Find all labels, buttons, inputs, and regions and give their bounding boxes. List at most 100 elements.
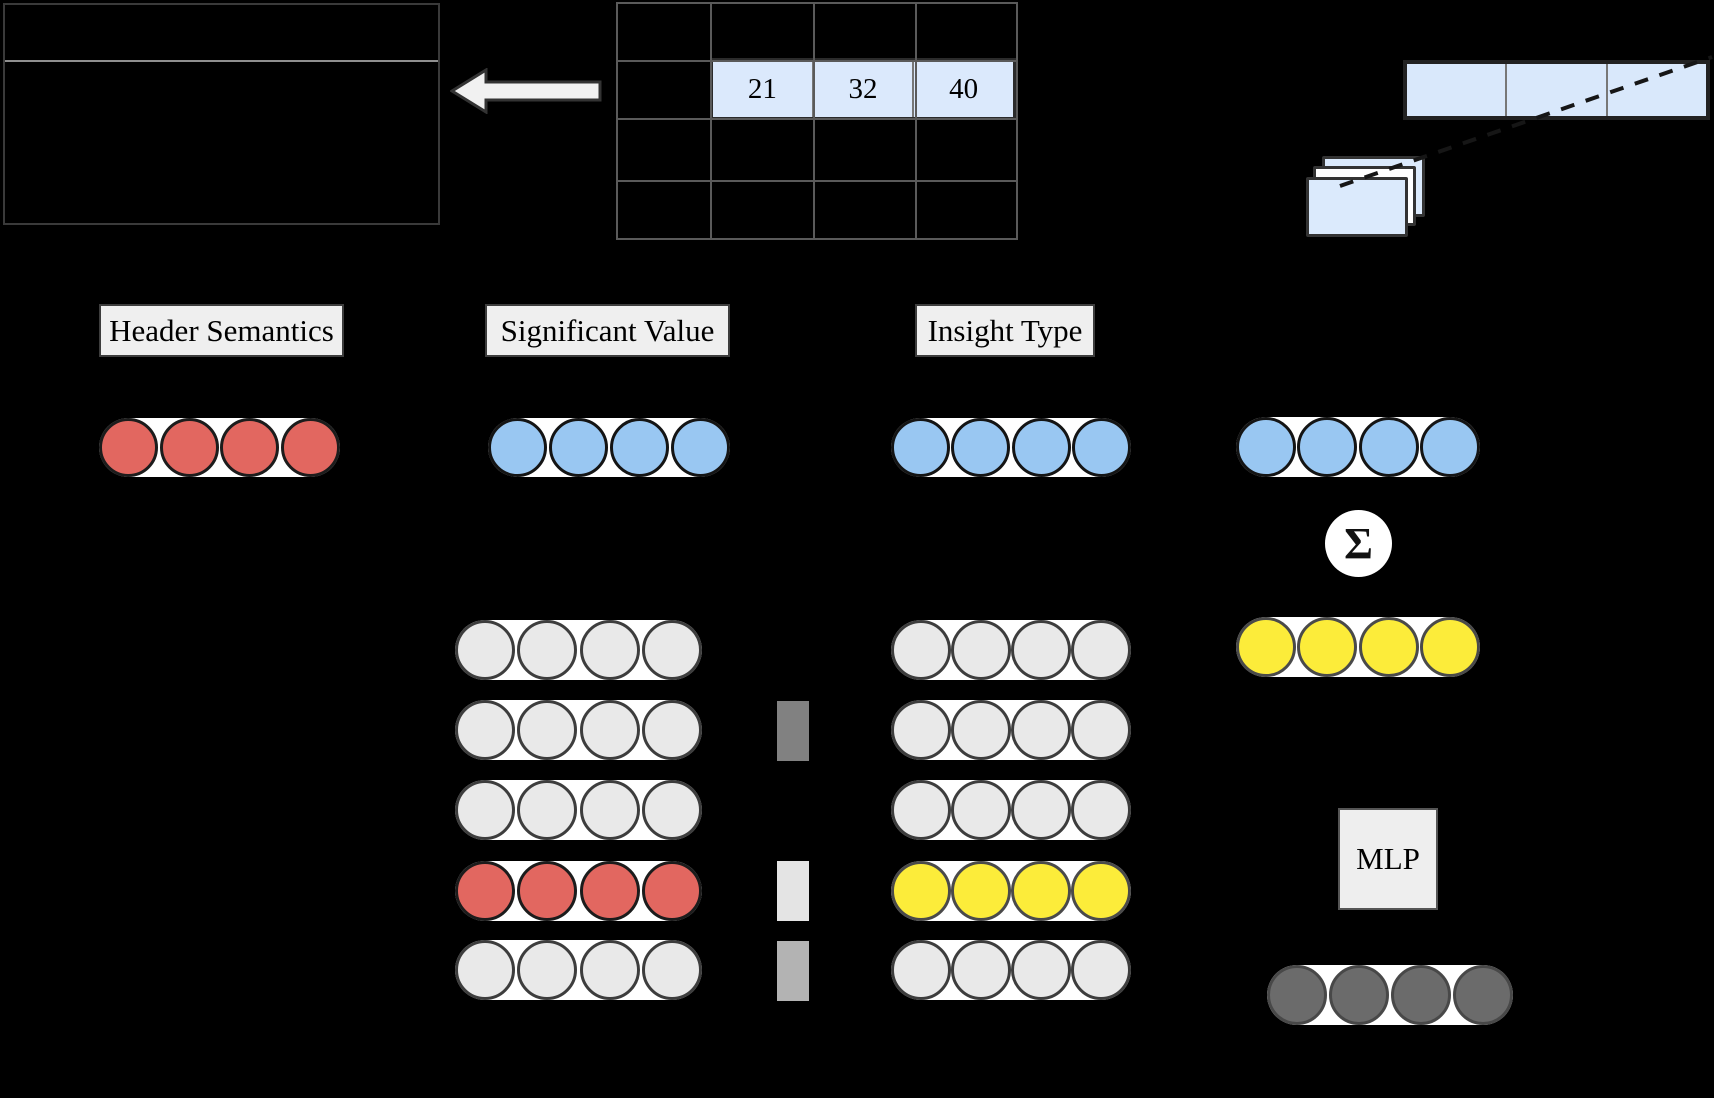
neuron-circle xyxy=(1071,620,1131,680)
table-gridline xyxy=(616,118,1018,120)
table-cell-value: 32 xyxy=(811,61,913,117)
neuron-circle xyxy=(159,418,219,477)
type-candidate-5 xyxy=(891,940,1131,1000)
fused-embedding xyxy=(1236,417,1480,477)
neuron-circle xyxy=(579,780,640,840)
type-candidate-1 xyxy=(891,620,1131,680)
neuron-circle xyxy=(951,700,1011,760)
significant-value-embedding xyxy=(488,418,730,477)
label-significant-value: Significant Value xyxy=(485,304,730,357)
table-gridline xyxy=(616,2,618,240)
stacked-card-front xyxy=(1306,177,1408,237)
vector-bar-cell xyxy=(1407,64,1505,116)
neuron-circle xyxy=(455,620,515,680)
neuron-circle xyxy=(1267,965,1327,1025)
neuron-circle xyxy=(1071,418,1131,477)
value-candidate-3 xyxy=(455,780,702,840)
sum-node: Σ xyxy=(1325,510,1392,577)
neuron-circle xyxy=(517,940,578,1000)
neuron-circle xyxy=(641,780,702,840)
label-insight-type: Insight Type xyxy=(915,304,1095,357)
neuron-circle xyxy=(549,418,608,477)
card-divider-line xyxy=(5,60,438,62)
neuron-circle xyxy=(455,780,515,840)
neuron-circle xyxy=(1419,417,1480,477)
sigma-symbol: Σ xyxy=(1344,519,1373,568)
table-gridline xyxy=(616,238,1018,240)
table-gridline xyxy=(915,2,917,240)
neuron-circle xyxy=(1071,780,1131,840)
neuron-circle xyxy=(641,700,702,760)
neuron-circle xyxy=(517,780,578,840)
vector-bar-cell xyxy=(1605,64,1706,116)
label-text: Insight Type xyxy=(927,312,1083,348)
neuron-circle xyxy=(488,418,547,477)
table-gridline xyxy=(1016,2,1018,240)
value-candidate-selected xyxy=(455,861,702,921)
neuron-circle xyxy=(1453,965,1513,1025)
neuron-circle xyxy=(1011,620,1071,680)
left-arrow-icon xyxy=(450,68,602,114)
neuron-circle xyxy=(1236,417,1296,477)
label-text: Header Semantics xyxy=(109,312,334,348)
neuron-circle xyxy=(641,620,702,680)
label-header-semantics: Header Semantics xyxy=(99,304,344,357)
neuron-circle xyxy=(517,700,578,760)
neuron-circle xyxy=(1297,417,1358,477)
neuron-circle xyxy=(1071,940,1131,1000)
mlp-box: MLP xyxy=(1338,808,1438,910)
neuron-circle xyxy=(1011,940,1071,1000)
table-gridline xyxy=(710,2,712,240)
neuron-circle xyxy=(951,620,1011,680)
table-gridline xyxy=(616,60,1018,62)
neuron-circle xyxy=(455,861,515,921)
neuron-circle xyxy=(579,861,640,921)
neuron-circle xyxy=(1011,418,1071,477)
neuron-circle xyxy=(891,700,951,760)
neuron-circle xyxy=(1329,965,1389,1025)
neuron-circle xyxy=(1391,965,1451,1025)
neuron-circle xyxy=(671,418,730,477)
value-candidate-2 xyxy=(455,700,702,760)
value-candidate-1 xyxy=(455,620,702,680)
neuron-circle xyxy=(1071,700,1131,760)
table-cell-value: 21 xyxy=(747,72,777,105)
neuron-circle xyxy=(579,620,640,680)
table-cell-value: 40 xyxy=(912,61,1013,117)
neuron-circle xyxy=(951,940,1011,1000)
neuron-circle xyxy=(610,418,669,477)
label-text: Significant Value xyxy=(500,312,715,348)
neuron-circle xyxy=(1011,780,1071,840)
output-embedding xyxy=(1267,965,1513,1025)
table-gridline xyxy=(813,2,815,240)
neuron-circle xyxy=(455,700,515,760)
mlp-label: MLP xyxy=(1356,841,1420,876)
attention-weight-3 xyxy=(777,941,809,1001)
neuron-circle xyxy=(951,861,1011,921)
insight-result-card xyxy=(3,3,440,225)
neuron-circle xyxy=(951,418,1011,477)
neuron-circle xyxy=(1236,617,1296,677)
table-gridline xyxy=(616,2,1018,4)
neuron-circle xyxy=(1419,617,1480,677)
cell-vector-bar xyxy=(1403,60,1710,120)
neuron-circle xyxy=(99,418,158,477)
attended-embedding xyxy=(1236,617,1480,677)
attention-weight-1 xyxy=(777,701,809,761)
insight-type-embedding xyxy=(891,418,1131,477)
type-candidate-2 xyxy=(891,700,1131,760)
neuron-circle xyxy=(1071,861,1131,921)
neuron-circle xyxy=(579,940,640,1000)
neuron-circle xyxy=(951,780,1011,840)
neuron-circle xyxy=(455,940,515,1000)
header-semantics-embedding xyxy=(99,418,340,477)
neuron-circle xyxy=(891,620,951,680)
neuron-circle xyxy=(579,700,640,760)
neuron-circle xyxy=(641,940,702,1000)
neuron-circle xyxy=(1358,617,1419,677)
table-gridline xyxy=(616,180,1018,182)
neuron-circle xyxy=(891,861,951,921)
